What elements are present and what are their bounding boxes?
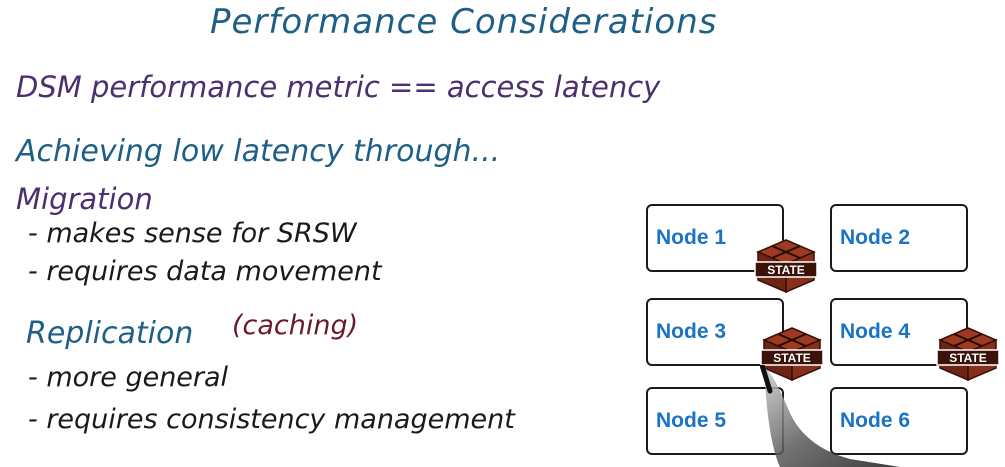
node-label: Node 6 [840,409,911,432]
state-box-icon: STATE [760,327,824,382]
hand-pen-icon [760,365,900,467]
replication-point-2: - requires consistency management [28,404,515,435]
migration-point-2: - requires data movement [28,256,382,287]
migration-point-1: - makes sense for SRSW [28,218,357,249]
node-box-2: Node 2 [830,204,968,272]
migration-heading: Migration [16,182,153,216]
state-label: STATE [773,351,811,365]
replication-heading: Replication [26,316,194,351]
node-label: Node 3 [656,320,727,343]
node-box-6: Node 6 [830,387,968,455]
state-box-icon: STATE [754,239,818,294]
node-label: Node 4 [840,320,911,343]
page-title: Performance Considerations [210,2,718,42]
state-label: STATE [949,351,987,365]
node-label: Node 5 [656,409,727,432]
node-label: Node 1 [656,226,727,249]
caching-aside: (caching) [232,310,359,341]
state-label: STATE [767,263,805,277]
node-box-1: Node 1 [646,204,784,272]
state-box-icon: STATE [936,327,1000,382]
node-label: Node 2 [840,226,911,249]
replication-point-1: - more general [28,362,229,393]
achieving-line: Achieving low latency through... [16,134,501,169]
metric-line: DSM performance metric == access latency [16,70,661,104]
